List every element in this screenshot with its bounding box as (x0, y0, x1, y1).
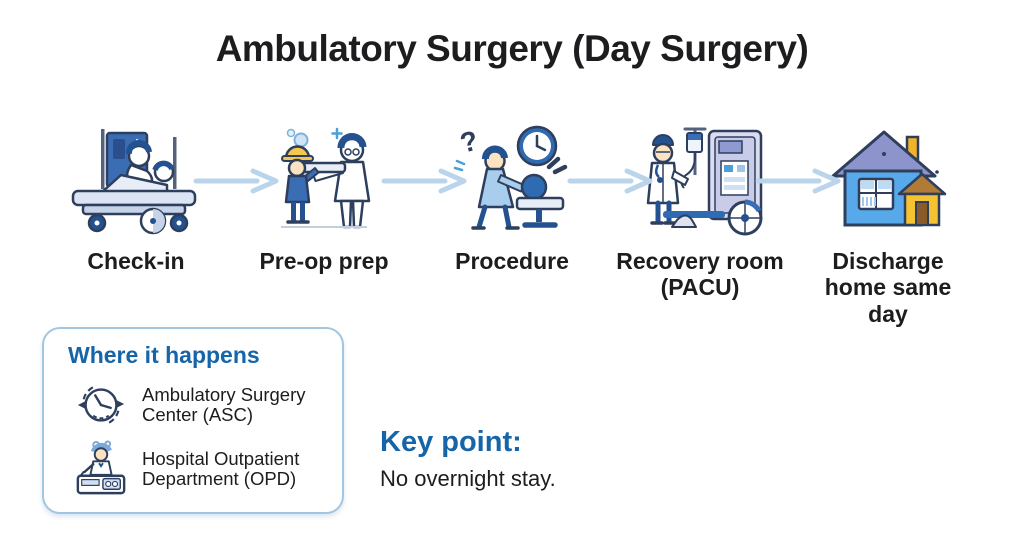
flow-arrow-2 (381, 168, 467, 194)
step-pre-op-prep: Pre-op prep (232, 116, 416, 327)
flow-arrow-1 (193, 168, 279, 194)
where-item-opd: Hospital Outpatient Department (OPD) (74, 439, 326, 499)
step-label-discharge-home: Discharge home same day (824, 248, 952, 327)
step-label-recovery-room: Recovery room (PACU) (616, 248, 784, 301)
where-item-asc: Ambulatory Surgery Center (ASC) (74, 378, 326, 432)
where-it-happens-box: Where it happens Ambulatory Surgery Cent… (42, 327, 344, 514)
key-point-text: No overnight stay. (380, 466, 556, 491)
procedure-clock-icon: ? (437, 116, 587, 238)
step-label-procedure: Procedure (455, 248, 569, 274)
recovery-equipment-icon (625, 116, 775, 238)
hospital-bed-icon (61, 116, 211, 238)
step-label-pre-op-prep: Pre-op prep (259, 248, 389, 274)
where-item-opd-label: Hospital Outpatient Department (OPD) (142, 448, 300, 489)
key-point-title: Key point: (380, 426, 522, 458)
where-item-asc-label: Ambulatory Surgery Center (ASC) (142, 384, 306, 425)
step-discharge-home: Discharge home same day (796, 116, 980, 327)
flow-arrow-4 (755, 168, 841, 194)
preop-prep-icon (249, 116, 399, 238)
step-recovery-room: Recovery room (PACU) (608, 116, 792, 327)
step-label-check-in: Check-in (87, 248, 185, 274)
reception-desk-icon (74, 439, 128, 499)
clock-cycle-icon (74, 378, 128, 432)
house-icon (813, 116, 963, 238)
step-procedure: ? Procedure (420, 116, 604, 327)
flow-arrow-3 (567, 168, 653, 194)
where-box-title: Where it happens (68, 342, 260, 368)
page-title: Ambulatory Surgery (Day Surgery) (215, 28, 809, 69)
key-point: Key point: No overnight stay. (380, 426, 556, 492)
svg-text:?: ? (457, 125, 481, 159)
step-check-in: Check-in (44, 116, 228, 327)
surgery-flow: Check-in (44, 116, 980, 327)
